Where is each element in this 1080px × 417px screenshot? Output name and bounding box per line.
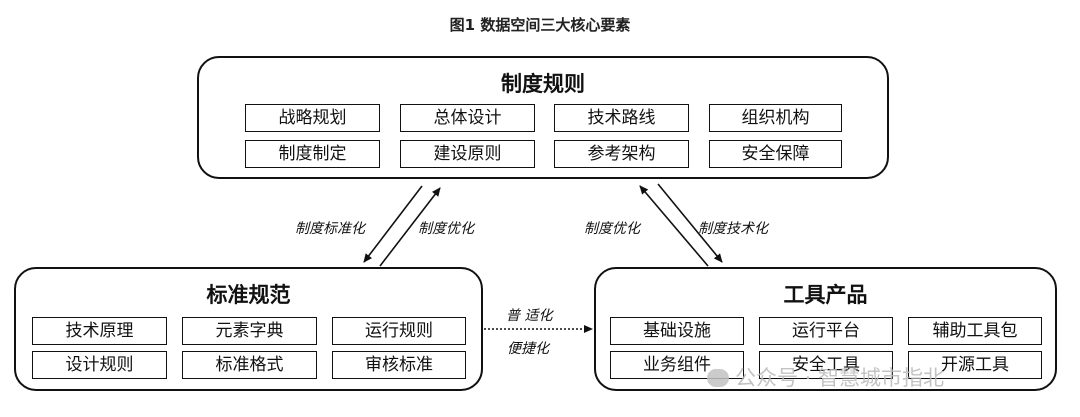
group-rules-title: 制度规则 <box>501 72 585 96</box>
label-rules-to-standards: 制度标准化 <box>295 221 365 237</box>
standards-item-2: 元素字典 <box>182 317 317 345</box>
group-rules: 制度规则 战略规划 总体设计 技术路线 组织机构 制度制定 建设原则 参考架构 … <box>197 56 889 179</box>
rules-item-7: 参考架构 <box>554 140 689 168</box>
rules-item-3: 技术路线 <box>554 104 689 132</box>
tools-item-6: 开源工具 <box>908 351 1042 379</box>
standards-item-1: 技术原理 <box>32 317 167 345</box>
arrow-standards-to-rules <box>379 187 441 267</box>
standards-item-3: 运行规则 <box>332 317 466 345</box>
figure-title: 图1 数据空间三大核心要素 <box>449 16 631 34</box>
rules-item-2: 总体设计 <box>400 104 535 132</box>
label-tools-to-rules: 制度优化 <box>584 221 640 237</box>
tools-item-3: 辅助工具包 <box>908 317 1042 345</box>
rules-item-6: 建设原则 <box>400 140 535 168</box>
group-standards-title: 标准规范 <box>206 283 291 307</box>
tools-item-2: 运行平台 <box>759 317 893 345</box>
watermark-text: 公众号 · 智慧城市指北 <box>735 366 945 390</box>
tools-item-1: 基础设施 <box>610 317 744 345</box>
rules-item-5: 制度制定 <box>245 140 380 168</box>
rules-item-4: 组织机构 <box>709 104 842 132</box>
arrow-rules-to-standards <box>363 185 423 263</box>
label-standards-to-tools-bottom: 便捷化 <box>507 341 549 357</box>
standards-item-6: 审核标准 <box>332 351 466 379</box>
label-standards-to-tools-top: 普 适化 <box>506 308 553 324</box>
label-standards-to-rules: 制度优化 <box>418 221 474 237</box>
group-standards: 标准规范 技术原理 元素字典 运行规则 设计规则 标准格式 审核标准 <box>14 267 483 391</box>
group-tools: 工具产品 基础设施 运行平台 辅助工具包 业务组件 安全工具 开源工具 <box>594 267 1057 391</box>
watermark: 公众号 · 智慧城市指北 <box>707 362 944 392</box>
tools-item-5: 安全工具 <box>759 351 893 379</box>
label-rules-to-tools: 制度技术化 <box>698 221 768 237</box>
standards-item-5: 标准格式 <box>182 351 317 379</box>
arrow-rules-to-tools <box>657 183 723 263</box>
group-tools-title: 工具产品 <box>783 283 868 307</box>
rules-item-8: 安全保障 <box>709 140 842 168</box>
wechat-icon <box>707 369 729 387</box>
standards-item-4: 设计规则 <box>32 351 167 379</box>
arrow-tools-to-rules <box>639 185 709 267</box>
rules-item-1: 战略规划 <box>245 104 380 132</box>
